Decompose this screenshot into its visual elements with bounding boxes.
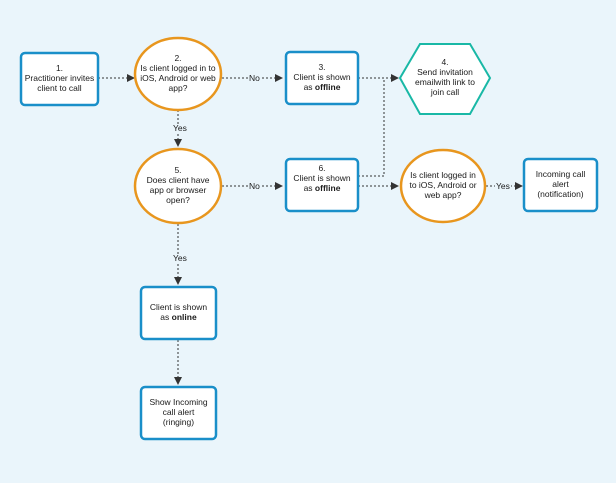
node-9-process [139,285,218,341]
node-7-text: Is client logged in to iOS, Android or w… [406,160,480,212]
node-8-process [522,157,599,213]
node-4-text: 4.Send invitation emailwith link to join… [414,50,476,106]
node-1-process [19,51,100,107]
node-5-number: 5. [174,165,182,176]
node-2-decision [133,36,223,112]
node-1-number: 1. [55,63,64,74]
edge-5-to-6-label: No [248,181,261,191]
node-4-number: 4. [441,57,449,68]
edge-6-to-4 [358,80,385,177]
edge-2-to-5-label: Yes [172,123,188,133]
node-2-text: 2.Is client logged in to iOS, Android or… [140,42,216,106]
edge-7-to-8-label: Yes [495,181,511,191]
node-5-decision [133,147,223,225]
node-9-label: Client is shown as [149,302,208,322]
node-4-label: Send invitation emailwith link to join c… [415,67,475,97]
node-5-label: Does client have app or browser open? [146,175,210,205]
node-7-decision [399,148,487,224]
node-9-text: Client is shown as online [145,289,212,337]
node-5-text: 5.Does client have app or browser open? [142,158,214,214]
edge-2-to-3-label: No [248,73,261,83]
node-3-process [284,50,360,106]
node-3-label: Client is shown as [293,72,351,92]
node-3-number: 3. [318,62,326,73]
node-10-label: Show Incoming call alert (ringing) [149,397,208,427]
node-1-label: Practitioner invites client to call [24,73,95,93]
node-8-text: Incoming call alert (notification) [530,161,591,209]
node-6-status: offline [314,182,341,193]
node-7-label: Is client logged in to iOS, Android or w… [409,170,477,200]
node-6-number: 6. [318,163,326,174]
node-3-text: 3.Client is shown as offline [289,54,355,102]
node-10-process [139,385,218,441]
node-2-label: Is client logged in to iOS, Android or w… [140,63,216,93]
node-1-text: 1.Practitioner invites client to call [23,55,96,103]
node-3-status: offline [314,81,341,92]
edge-5-to-9-label: Yes [172,253,188,263]
node-10-text: Show Incoming call alert (ringing) [147,389,210,437]
node-2-number: 2. [174,53,182,64]
node-4-hexagon [398,43,492,115]
node-6-label: Client is shown as [293,173,351,193]
node-8-label: Incoming call alert (notification) [535,169,586,199]
node-6-process [284,157,360,213]
node-6-text: 6.Client is shown as offline [289,161,355,197]
node-9-status: online [171,312,197,322]
